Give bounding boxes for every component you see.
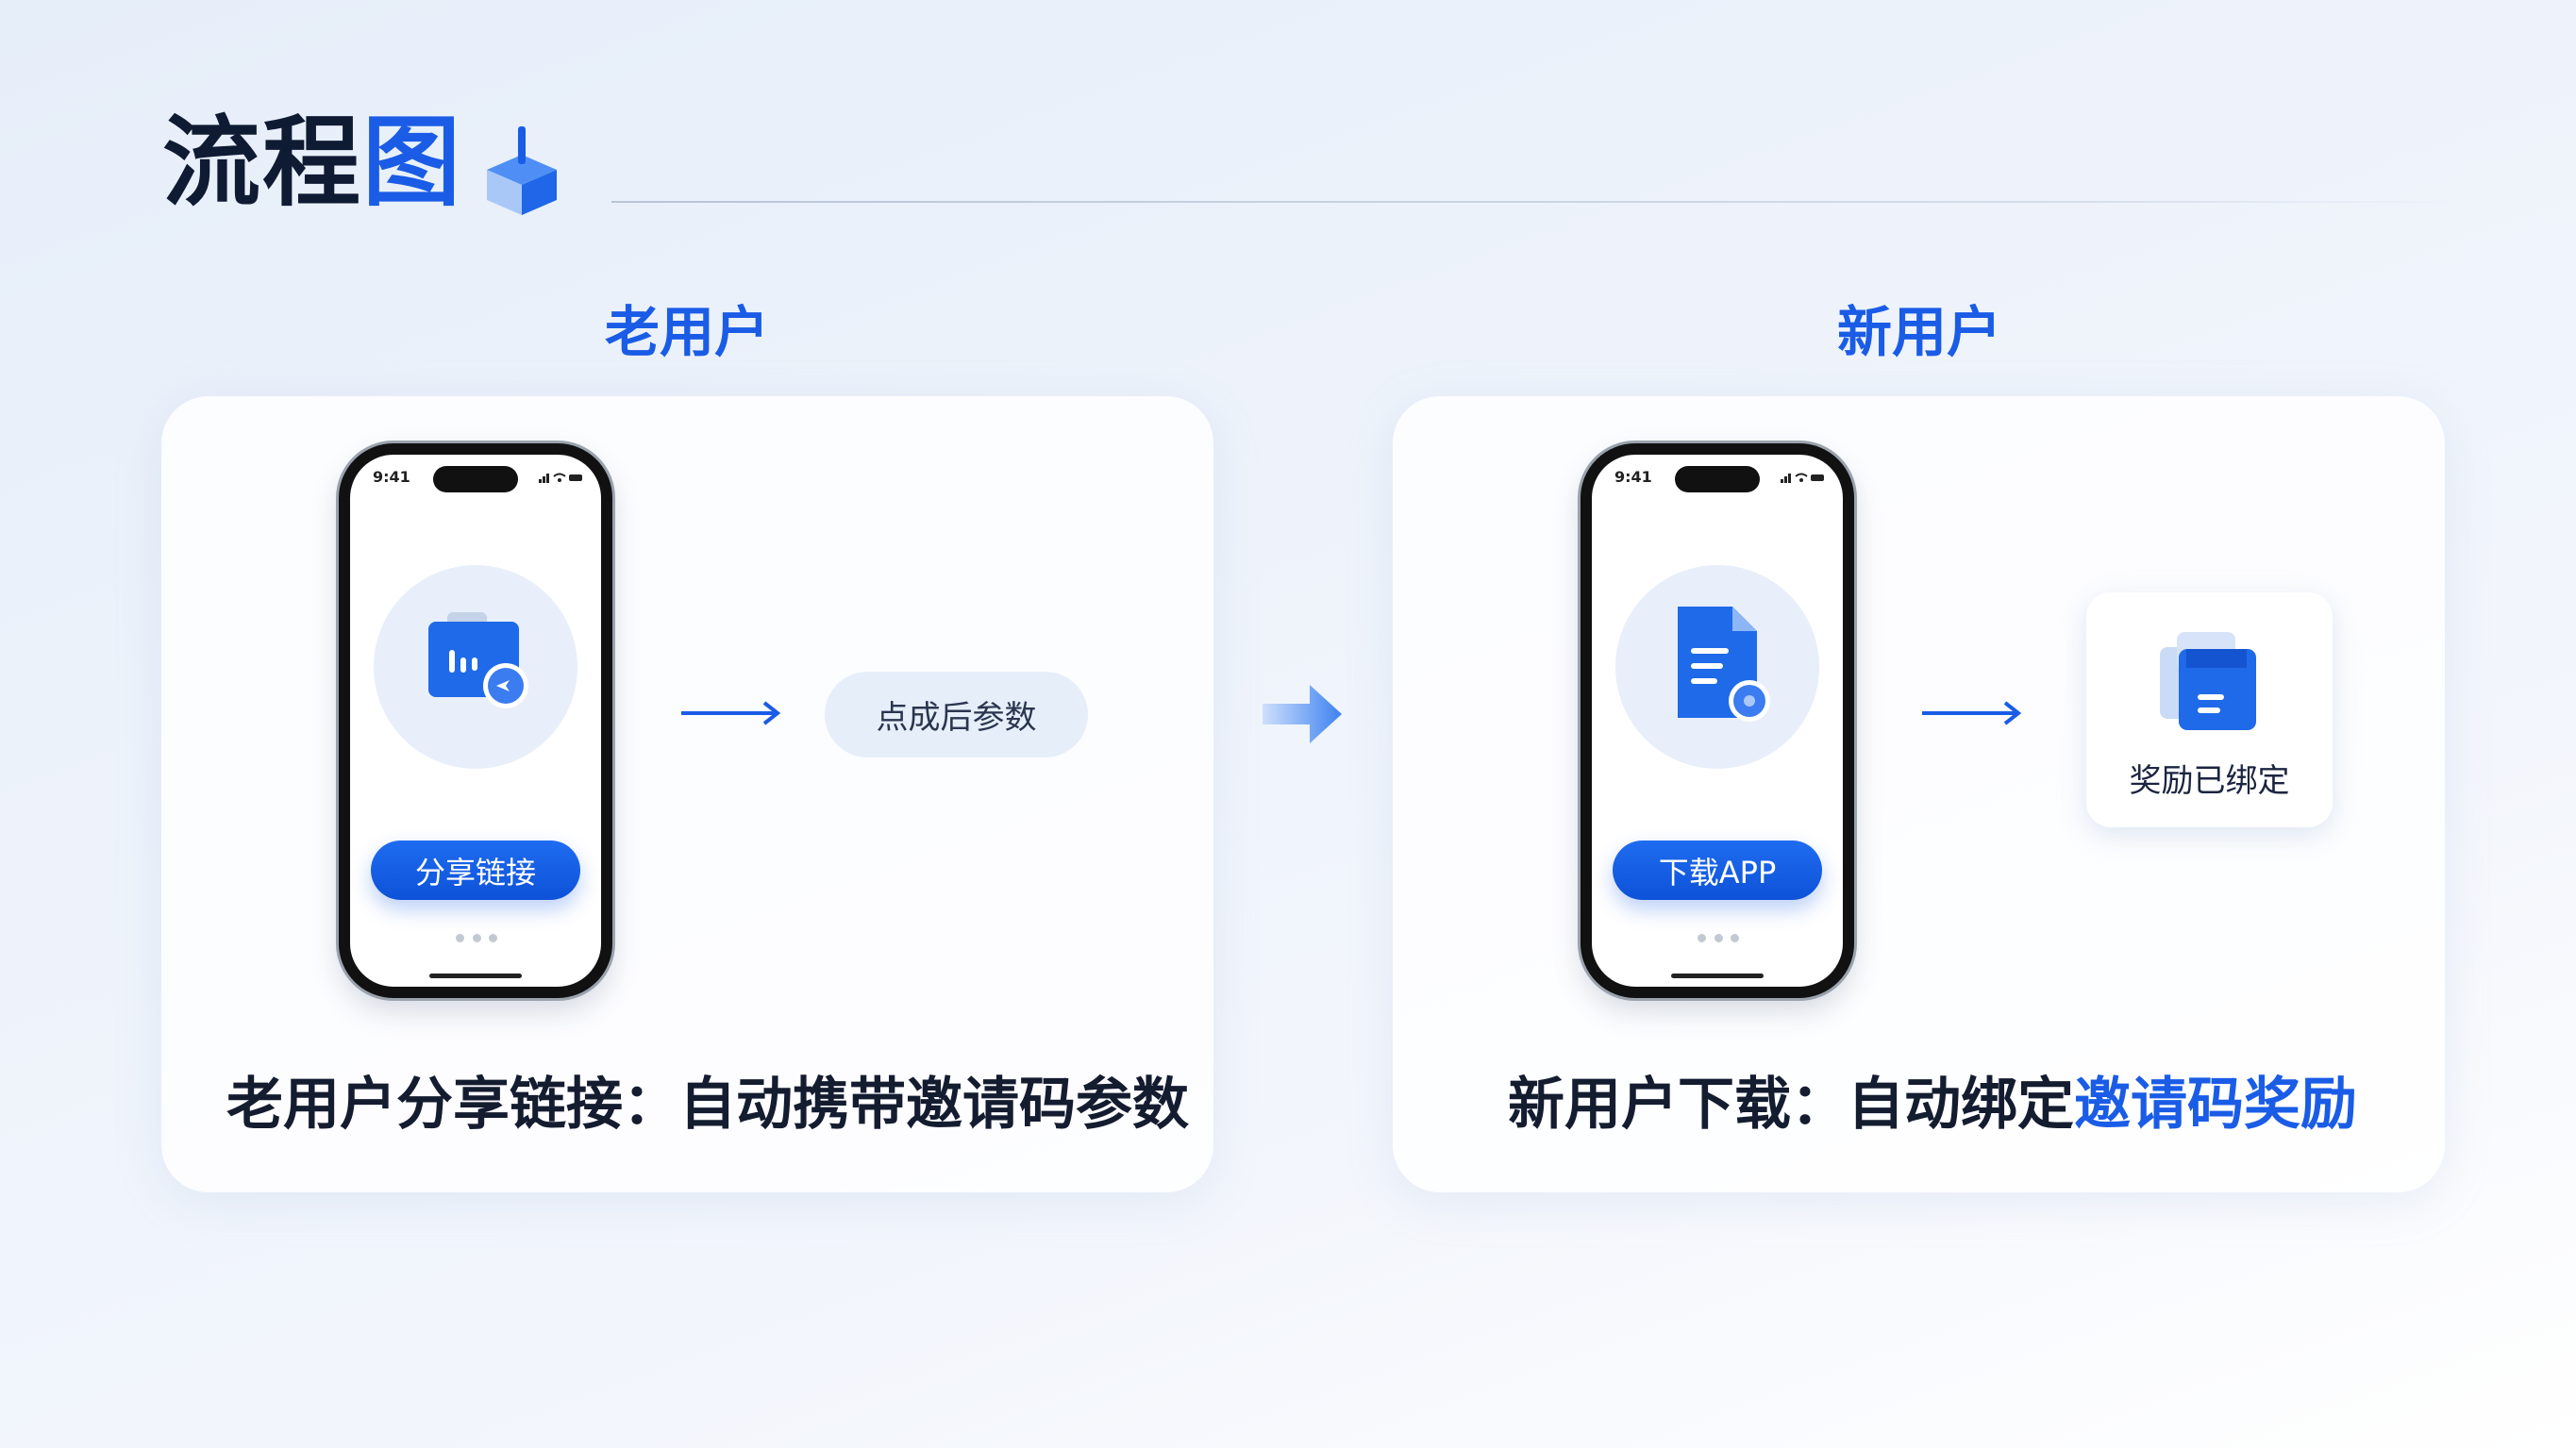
page-title: 流程图 [162, 113, 462, 211]
section-heading-old-user: 老用户 [604, 300, 770, 364]
status-time: 9:41 [373, 468, 410, 486]
document-download-icon [1678, 607, 1770, 722]
share-link-button[interactable]: 分享链接 [371, 841, 580, 900]
phone-mockup-new-user: 9:41 下载APP [1581, 443, 1854, 998]
status-icons [1781, 473, 1824, 483]
title-highlight: 图 [362, 105, 463, 220]
param-pill: 点成后参数 [825, 672, 1088, 757]
title-text: 流程 [162, 105, 363, 220]
new-user-caption: 新用户下载：自动绑定邀请码奖励 [1508, 1058, 2357, 1140]
reward-document-icon [2160, 632, 2256, 730]
caption-highlight: 邀请码奖励 [2074, 1072, 2357, 1138]
status-time: 9:41 [1614, 468, 1652, 486]
caption-text: 新用户下载：自动绑定 [1508, 1072, 2074, 1138]
section-heading-new-user: 新用户 [1836, 300, 2002, 364]
dynamic-island [433, 466, 518, 492]
big-arrow-icon [1263, 685, 1342, 743]
dynamic-island [1675, 466, 1760, 492]
page-indicator [456, 934, 497, 943]
icon-circle [1615, 565, 1819, 769]
share-folder-icon [428, 612, 528, 708]
reward-bound-label: 奖励已绑定 [2129, 762, 2290, 800]
download-app-button[interactable]: 下载APP [1613, 841, 1822, 900]
reward-bound-card: 奖励已绑定 [2086, 592, 2333, 827]
cube-icon [487, 126, 557, 215]
home-indicator [1671, 974, 1764, 978]
title-divider [611, 201, 2456, 203]
old-user-card [161, 396, 1213, 1192]
arrow-right-icon [1922, 701, 2022, 725]
home-indicator [429, 974, 522, 978]
status-icons [539, 473, 582, 483]
caption-text: 老用户分享链接：自动携带邀请码参数 [226, 1072, 1189, 1138]
phone-mockup-old-user: 9:41 分享链接 [339, 443, 612, 998]
page-indicator [1698, 934, 1739, 943]
old-user-caption: 老用户分享链接：自动携带邀请码参数 [226, 1058, 1189, 1140]
icon-circle [374, 565, 577, 769]
arrow-right-icon [681, 701, 781, 725]
